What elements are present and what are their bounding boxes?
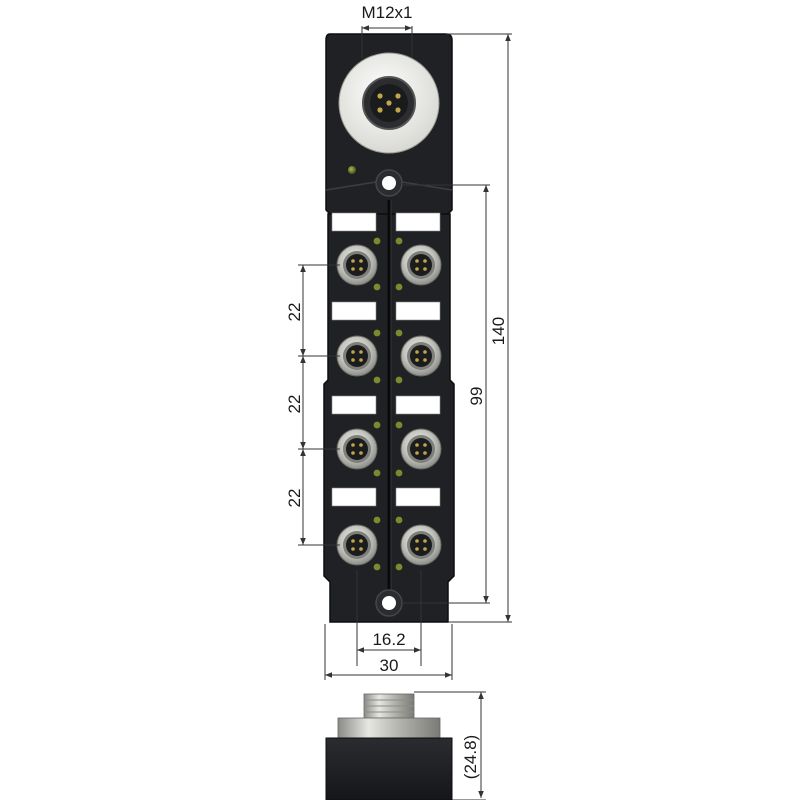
dim-pitch-2: 22 (285, 395, 304, 414)
m8-connector-pin (351, 267, 355, 271)
m8-connector-pin (423, 547, 427, 551)
dim-width: 30 (380, 656, 399, 675)
dim-overall-length: 140 (489, 317, 508, 345)
port-label-plate (395, 395, 441, 415)
m8-connector-pin (351, 358, 355, 362)
m8-connector-pin (423, 267, 427, 271)
m8-connector-pin (351, 443, 355, 447)
m8-connector-pin (359, 358, 363, 362)
m8-connector-socket (346, 438, 368, 460)
side-connector-flange (337, 717, 441, 741)
port-label-plate (395, 212, 441, 232)
side-housing (325, 737, 453, 800)
port-led (373, 237, 381, 245)
m12-input-connector (338, 52, 440, 154)
dim-hole-span: 99 (467, 387, 486, 406)
m8-connector-pin (359, 350, 363, 354)
side-view (325, 693, 453, 800)
port-led (373, 329, 381, 337)
m8-connector-socket (346, 345, 368, 367)
port-led (373, 469, 381, 477)
m8-connector-pin (415, 451, 419, 455)
m8-connector-pin (423, 358, 427, 362)
m8-connector-pin (423, 539, 427, 543)
port-led (373, 516, 381, 524)
status-led (348, 166, 356, 174)
m8-connector-pin (359, 539, 363, 543)
port-label-plate (331, 395, 377, 415)
dim-height: (24.8) (461, 735, 480, 779)
m8-connector-socket (410, 345, 432, 367)
io-ports (331, 212, 442, 571)
port-led (395, 421, 403, 429)
port-label-plate (331, 487, 377, 507)
m8-connector-pin (351, 259, 355, 263)
dim-pitch-1: 22 (285, 303, 304, 322)
m8-connector-pin (415, 443, 419, 447)
dim-thread: M12x1 (361, 3, 412, 22)
m8-connector-socket (410, 438, 432, 460)
dim-pitch-3: 22 (285, 489, 304, 508)
m8-connector-pin (351, 547, 355, 551)
port-led (395, 516, 403, 524)
port-label-plate (331, 212, 377, 232)
m8-connector-pin (415, 358, 419, 362)
top-mounting-hole (375, 169, 403, 197)
port-led (373, 563, 381, 571)
m8-connector-pin (415, 267, 419, 271)
m8-connector-pin (423, 451, 427, 455)
m8-connector-pin (415, 547, 419, 551)
m8-connector-pin (423, 443, 427, 447)
m8-connector-socket (410, 254, 432, 276)
m8-connector-pin (351, 350, 355, 354)
port-led (395, 237, 403, 245)
dimension-labels: M12x1 22 22 22 99 140 16.2 30 (24.8) (285, 3, 508, 779)
port-led (395, 563, 403, 571)
port-label-plate (331, 301, 377, 321)
port-led (373, 376, 381, 384)
m8-connector-socket (346, 254, 368, 276)
port-led (373, 421, 381, 429)
m8-connector-pin (415, 350, 419, 354)
port-label-plate (395, 487, 441, 507)
m8-connector-pin (359, 259, 363, 263)
m8-connector-pin (415, 539, 419, 543)
m8-connector-pin (415, 259, 419, 263)
m8-connector-pin (351, 451, 355, 455)
bottom-mounting-hole (375, 589, 403, 617)
m8-connector-pin (351, 539, 355, 543)
m8-connector-pin (423, 259, 427, 263)
m8-connector-socket (410, 534, 432, 556)
port-led (373, 283, 381, 291)
port-led (395, 469, 403, 477)
dimension-lines (298, 25, 512, 800)
m8-connector-pin (423, 350, 427, 354)
port-led (395, 329, 403, 337)
m8-connector-pin (359, 267, 363, 271)
port-led (395, 283, 403, 291)
dim-connector-spacing: 16.2 (372, 630, 405, 649)
port-label-plate (395, 301, 441, 321)
m8-connector-pin (359, 443, 363, 447)
m8-connector-socket (346, 534, 368, 556)
m8-connector-pin (359, 451, 363, 455)
m8-connector-pin (359, 547, 363, 551)
port-led (395, 376, 403, 384)
